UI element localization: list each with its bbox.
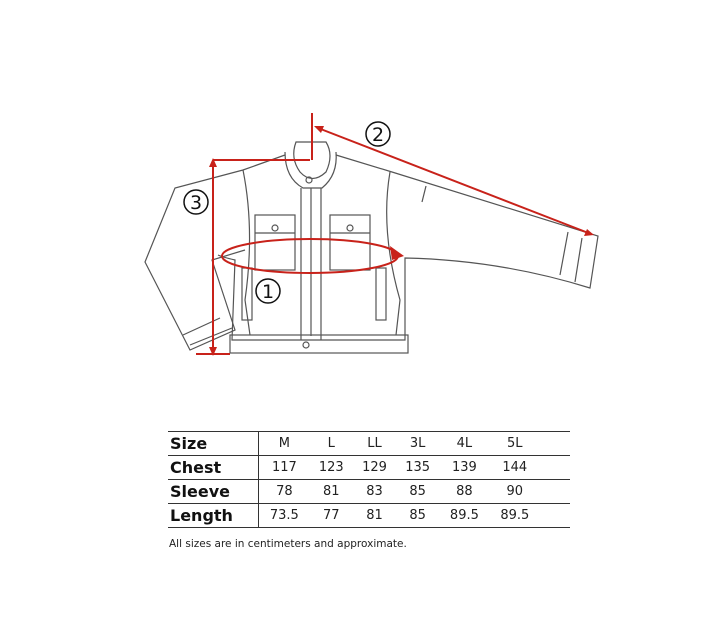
spacer-cell: [540, 503, 570, 528]
value-cell: 129: [352, 455, 397, 480]
value-cell: 85: [396, 503, 440, 528]
size-cell: 4L: [439, 431, 490, 456]
marker-chest: 1: [255, 278, 281, 304]
size-cell: M: [258, 431, 310, 456]
value-cell: 85: [396, 479, 440, 504]
sleeve-arrow: [317, 127, 592, 235]
value-cell: 117: [258, 455, 310, 480]
marker-length: 3: [183, 189, 209, 215]
jacket-outline: [144, 141, 599, 354]
size-cell: L: [309, 431, 353, 456]
value-cell: 77: [309, 503, 353, 528]
spacer-cell: [540, 479, 570, 504]
size-cell: LL: [352, 431, 397, 456]
value-cell: 89.5: [489, 503, 540, 528]
spacer-cell: [540, 431, 570, 456]
row-label: Length: [168, 503, 259, 528]
value-cell: 89.5: [439, 503, 490, 528]
svg-text:2: 2: [372, 124, 384, 146]
value-cell: 90: [489, 479, 540, 504]
row-label: Chest: [168, 455, 259, 480]
table-row: Length 73.5 77 81 85 89.5 89.5: [168, 503, 570, 528]
marker-sleeve: 2: [365, 121, 391, 147]
svg-text:3: 3: [190, 192, 202, 214]
value-cell: 135: [396, 455, 440, 480]
spacer-cell: [540, 455, 570, 480]
value-cell: 81: [309, 479, 353, 504]
jacket-measurement-diagram: 1 2 3: [144, 113, 599, 356]
header-label: Size: [168, 431, 259, 456]
svg-text:1: 1: [262, 281, 274, 303]
value-cell: 78: [258, 479, 310, 504]
size-cell: 3L: [396, 431, 440, 456]
table-header-row: Size M L LL 3L 4L 5L: [168, 431, 570, 456]
size-cell: 5L: [489, 431, 540, 456]
value-cell: 144: [489, 455, 540, 480]
value-cell: 73.5: [258, 503, 310, 528]
table-row: Chest 117 123 129 135 139 144: [168, 455, 570, 480]
chest-arrow: [221, 238, 399, 274]
value-cell: 81: [352, 503, 397, 528]
value-cell: 88: [439, 479, 490, 504]
value-cell: 83: [352, 479, 397, 504]
measurement-lines: [196, 113, 594, 356]
value-cell: 139: [439, 455, 490, 480]
size-table: Size M L LL 3L 4L 5L Chest 117 123 129 1…: [168, 431, 570, 528]
size-note: All sizes are in centimeters and approxi…: [169, 538, 407, 550]
row-label: Sleeve: [168, 479, 259, 504]
value-cell: 123: [309, 455, 353, 480]
table-row: Sleeve 78 81 83 85 88 90: [168, 479, 570, 504]
